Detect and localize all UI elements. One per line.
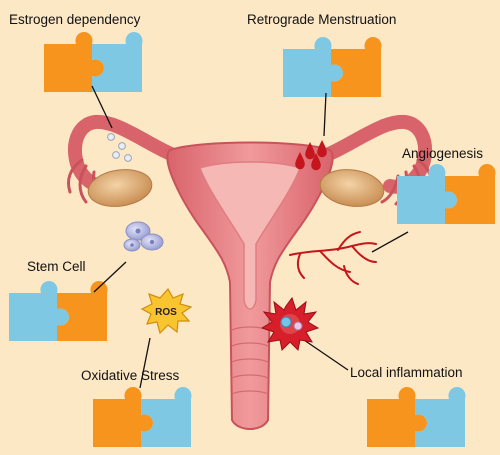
connector-lines xyxy=(91,85,409,389)
label-stem-cell: Stem Cell xyxy=(27,259,86,274)
puzzle-icon-inflammation xyxy=(367,387,466,447)
blood-drop-icon xyxy=(295,140,327,171)
inflamed-cell-icon xyxy=(260,296,320,352)
puzzle-icon-estrogen xyxy=(44,32,143,92)
blood-vessel-icon xyxy=(289,231,377,285)
puzzle-icon-oxidative xyxy=(93,387,192,447)
ovary-right-icon xyxy=(319,169,385,207)
label-estrogen-dependency: Estrogen dependency xyxy=(9,12,141,27)
label-retrograde-menstruation: Retrograde Menstruation xyxy=(247,12,397,27)
ros-burst-icon: ROS xyxy=(140,287,193,335)
ovary-left-icon xyxy=(87,169,153,207)
stem-cell-icon xyxy=(123,221,164,252)
puzzle-icon-stem-cell xyxy=(9,281,108,341)
label-oxidative-stress: Oxidative Stress xyxy=(81,368,180,383)
puzzle-icon-retrograde xyxy=(283,37,382,97)
label-local-inflammation: Local inflammation xyxy=(350,365,463,380)
ros-label: ROS xyxy=(155,307,177,318)
label-angiogenesis: Angiogenesis xyxy=(402,146,484,161)
estrogen-droplets xyxy=(107,133,132,162)
